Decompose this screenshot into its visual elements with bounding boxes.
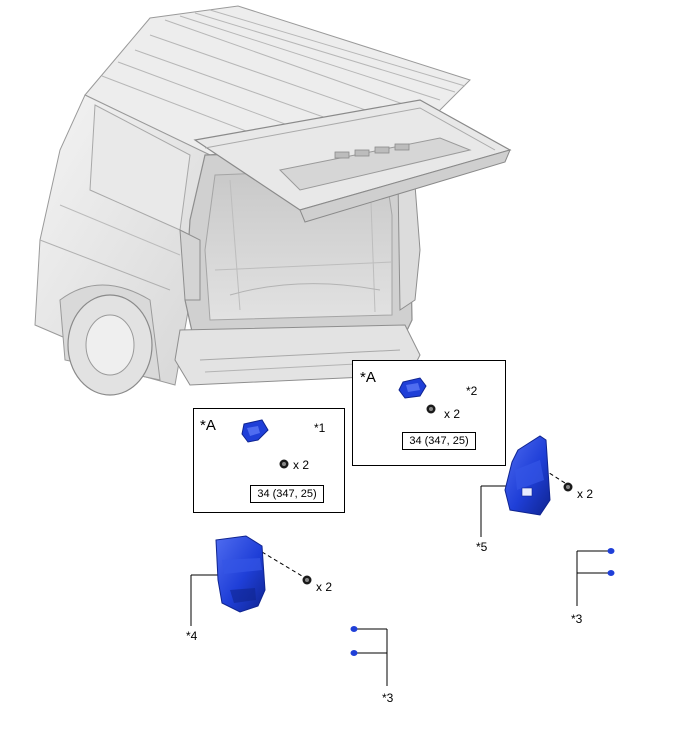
callout-part-4: *4 [186,629,198,643]
callout-part-1: *1 [314,421,326,435]
inset-a-left-torque-spec: 34 (347, 25) [250,485,324,503]
inset-a-right-identifier: *A [360,369,376,386]
inset-a-right-bolt-quantity: x 2 [444,407,461,421]
callout-part-4-bolt-quantity: x 2 [316,580,333,594]
inset-a-right-torque-spec: 34 (347, 25) [402,432,476,450]
callout-part-2: *2 [466,384,478,398]
callout-part-5: *5 [476,540,488,554]
callout-part-5-bolt-quantity: x 2 [577,487,594,501]
inset-a-left-bolt-quantity: x 2 [293,458,310,472]
callout-clips-right: *3 [571,612,583,626]
inset-a-left-identifier: *A [200,417,216,434]
callout-clips-left: *3 [382,691,394,705]
